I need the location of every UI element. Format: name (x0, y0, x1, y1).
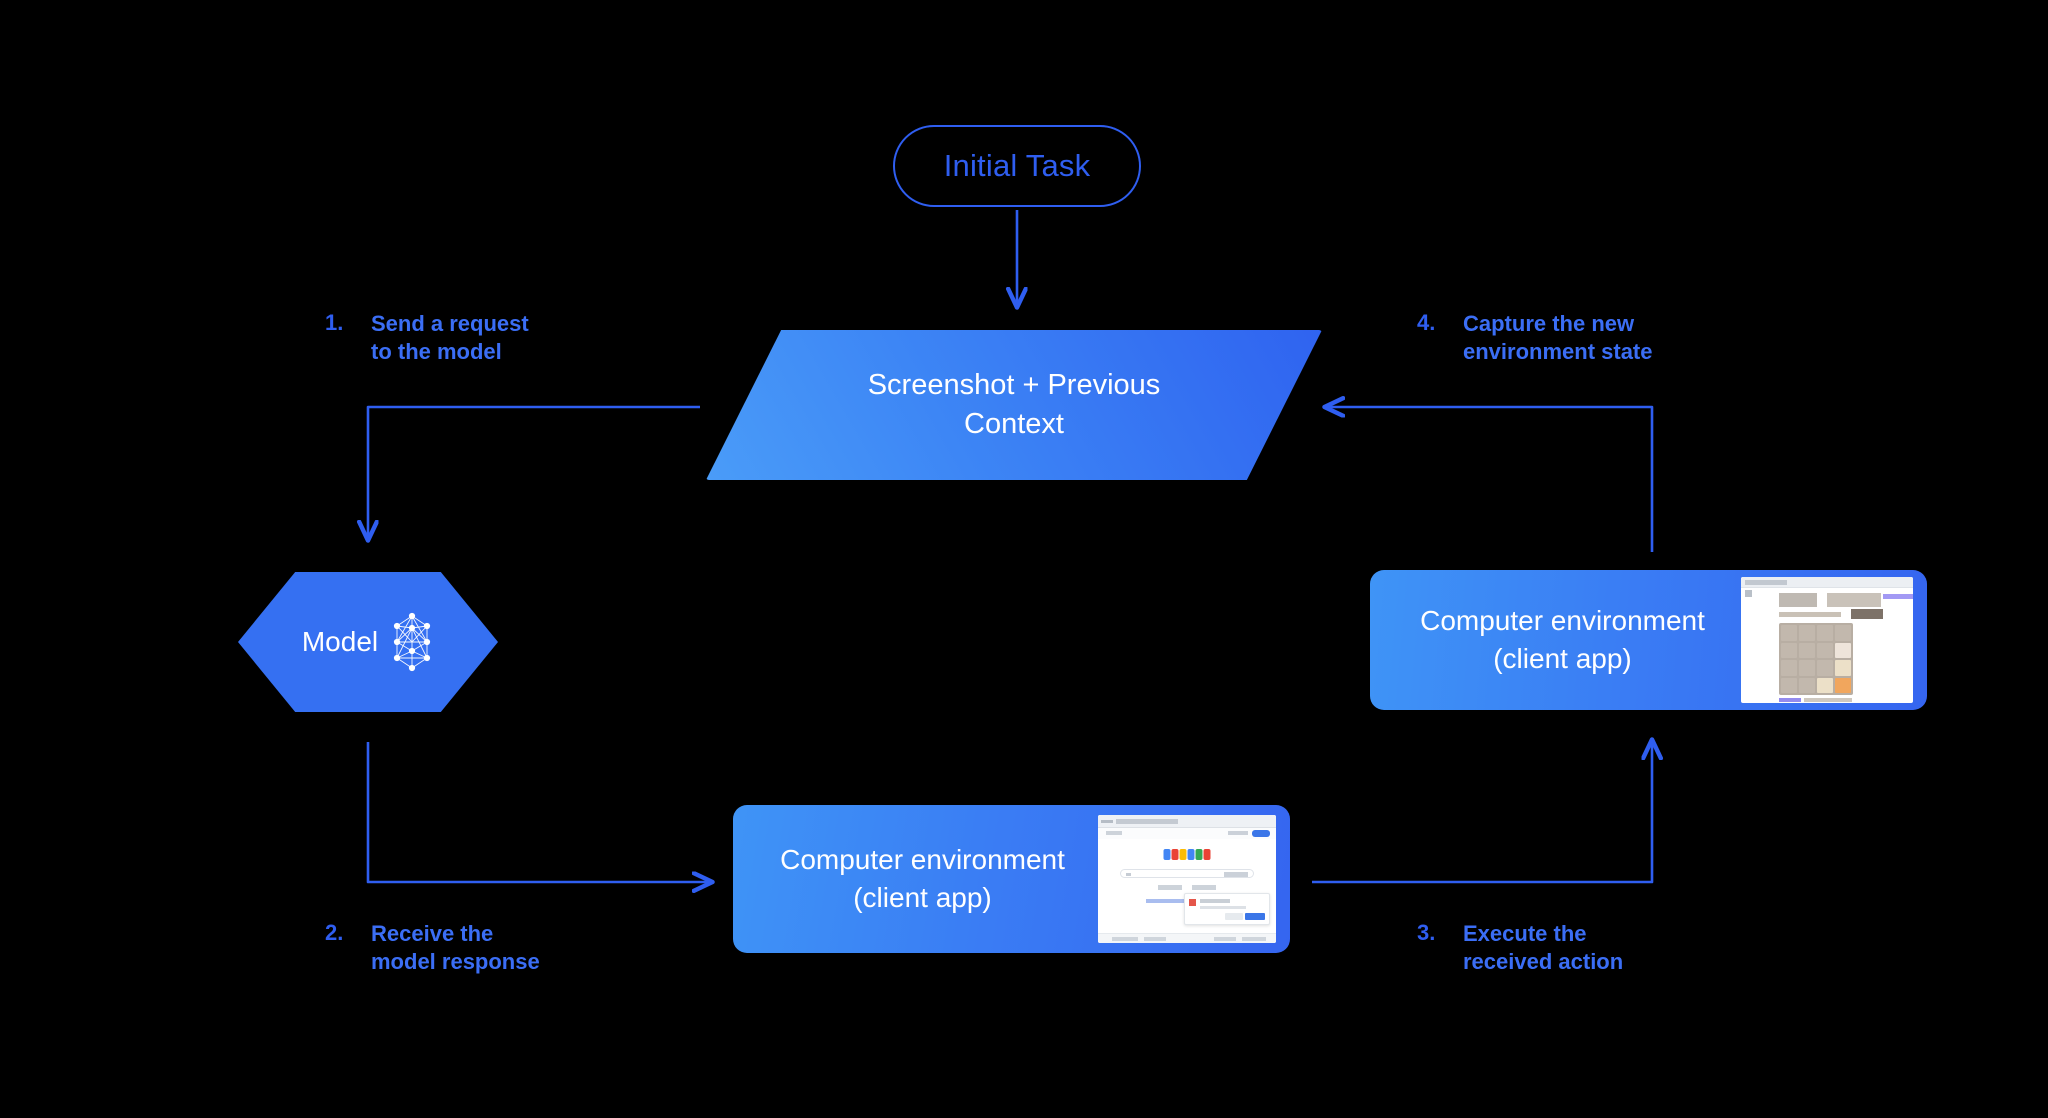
thumbnail-2048-game (1741, 577, 1913, 703)
new-game-button (1851, 609, 1883, 619)
browser-toolbar (1741, 577, 1913, 588)
arrow-model-to-env-bottom (366, 742, 712, 882)
node-env-bottom[interactable]: Computer environment (client app) (733, 805, 1290, 953)
dialog-icon (1189, 899, 1196, 906)
game-logo (1779, 593, 1817, 607)
thumbnail-google-search (1098, 815, 1276, 943)
arrow-env-bottom-to-env-right (1312, 740, 1652, 884)
node-model[interactable]: Model (238, 572, 498, 712)
model-label: Model (301, 626, 379, 657)
google-logo-icon (1163, 849, 1211, 860)
neural-network-icon (394, 612, 431, 672)
avatar (1252, 830, 1270, 837)
env-right-label: Computer environment (client app) (1370, 602, 1741, 678)
env-bottom-label: Computer environment (client app) (733, 841, 1098, 917)
node-env-right[interactable]: Computer environment (client app) (1370, 570, 1927, 710)
browser-bookmarks-bar (1098, 828, 1276, 839)
header-links (1883, 594, 1913, 599)
step-4-text: Capture the new environment state (1463, 311, 1653, 365)
step-label-1: 1. Send a request to the model (325, 310, 529, 366)
env-bottom-label-line1: Computer environment (780, 844, 1065, 876)
step-label-3: 3. Execute the received action (1417, 920, 1623, 976)
dialog-cancel-button (1225, 913, 1243, 920)
instructions-text (1779, 612, 1841, 617)
step-1-text: Send a request to the model (371, 311, 529, 365)
parallelogram-shape (706, 330, 1322, 480)
step-3-text: Execute the received action (1463, 921, 1624, 975)
footer-note (1779, 698, 1853, 702)
context-label-line1: Screenshot + Previous (867, 369, 1161, 402)
initial-task-label: Initial Task (943, 148, 1091, 183)
step-2-number: 2. (325, 920, 344, 945)
page-footer (1098, 933, 1276, 943)
dialog-body (1200, 906, 1246, 909)
hexagon-shape (238, 572, 498, 712)
game-grid (1779, 623, 1853, 695)
node-screenshot-previous-context[interactable]: Screenshot + Previous Context (706, 330, 1322, 480)
header-links (1228, 831, 1248, 835)
step-1-number: 1. (325, 310, 344, 335)
step-label-2: 2. Receive the model response (325, 920, 540, 976)
dialog-title (1200, 899, 1230, 903)
page-icon (1745, 590, 1752, 597)
context-label: Screenshot + Previous Context (706, 330, 1322, 480)
step-label-4: 4. Capture the new environment state (1417, 310, 1653, 366)
score-boxes (1827, 593, 1881, 607)
search-buttons (1158, 885, 1216, 890)
context-label-line2: Context (964, 408, 1064, 440)
dialog-popup (1184, 893, 1270, 925)
arrow-context-to-model (368, 405, 700, 540)
model-content: Model (238, 572, 498, 712)
step-4-number: 4. (1417, 310, 1436, 335)
step-2-text: Receive the model response (371, 921, 540, 975)
env-right-label-line2: (client app) (1493, 643, 1632, 674)
search-input (1120, 869, 1254, 878)
dialog-confirm-button (1245, 913, 1265, 920)
browser-toolbar (1098, 815, 1276, 828)
env-bottom-label-line2: (client app) (853, 882, 992, 913)
arrow-env-right-to-context (1325, 407, 1654, 552)
step-3-number: 3. (1417, 920, 1436, 945)
node-initial-task[interactable]: Initial Task (893, 125, 1141, 207)
env-right-label-line1: Computer environment (1420, 605, 1705, 637)
